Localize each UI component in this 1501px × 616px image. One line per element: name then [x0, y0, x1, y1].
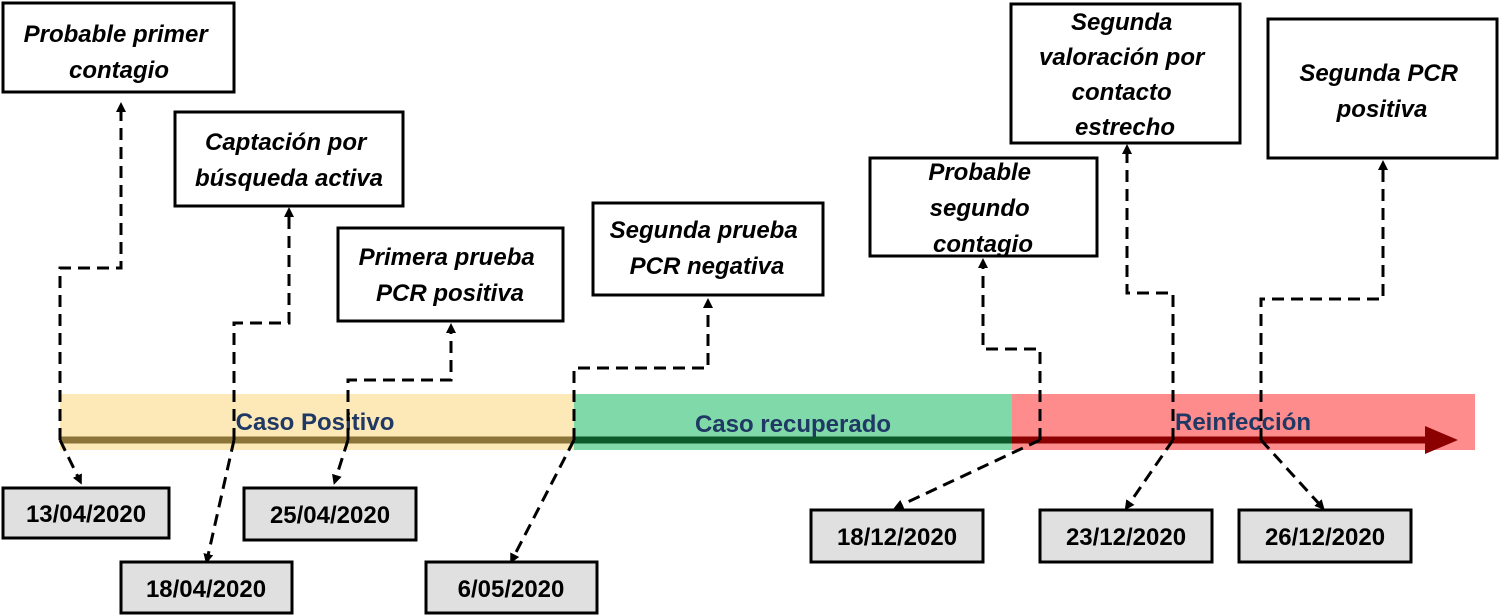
connector-event-7-down [1259, 438, 1325, 510]
date-box-5: 18/12/2020 [809, 508, 985, 564]
date-box-4: 6/05/2020 [424, 560, 599, 615]
date-box-1: 13/04/2020 [1, 486, 171, 540]
phase-label-positive: Caso Positivo [236, 409, 395, 436]
date-label-4: 6/05/2020 [458, 576, 565, 603]
date-box-7: 26/12/2020 [1237, 508, 1413, 564]
date-label-5: 18/12/2020 [837, 524, 957, 551]
date-label-7: 26/12/2020 [1265, 524, 1385, 551]
connector-event-6-down [1124, 439, 1175, 511]
connector-event-7-up [1259, 160, 1388, 440]
event-box-3: Primera prueba PCR positiva [336, 226, 565, 323]
axis-arrow-head [1425, 426, 1458, 454]
phase-label-reinfection: Reinfección [1175, 409, 1311, 436]
connector-event-2-up [232, 207, 294, 440]
event-box-1-line-2: contagio [69, 57, 169, 84]
date-label-3: 25/04/2020 [270, 502, 390, 529]
event-box-7-line-1: Segunda PCR [1299, 60, 1458, 87]
event-box-6-line-3: contacto [1072, 79, 1172, 106]
date-box-6: 23/12/2020 [1038, 508, 1214, 564]
event-box-1: Probable primer contagio [1, 1, 236, 94]
svg-text:Segunda valoración por: Segunda valoración por contacto estrecho [1039, 9, 1211, 141]
svg-text:Captación por búsqueda a: Captación por búsqueda activa [195, 129, 383, 192]
event-box-5-line-1: Probable [928, 159, 1031, 186]
event-box-5-line-2: segundo [930, 195, 1030, 222]
connector-group [58, 102, 1388, 564]
date-label-2: 18/04/2020 [146, 576, 266, 603]
event-box-4: Segunda prueba PCR negativa [591, 201, 825, 297]
event-box-6-line-1: Segunda [1071, 9, 1172, 36]
event-box-4-line-1: Segunda prueba [610, 217, 798, 244]
event-box-3-line-2: PCR positiva [376, 280, 524, 307]
svg-text:Segunda PCR positiva: Segunda PCR positiva [1299, 60, 1464, 123]
event-box-5-line-3: contagio [933, 231, 1033, 258]
event-box-2-line-1: Captación por [205, 129, 368, 156]
date-box-3: 25/04/2020 [242, 486, 418, 542]
svg-text:Primera prueba PCR posit: Primera prueba PCR positiva [359, 244, 542, 307]
date-label-1: 13/04/2020 [26, 501, 146, 528]
event-box-7: Segunda PCR positiva [1266, 17, 1499, 160]
svg-text:Segunda prueba PCR negat: Segunda prueba PCR negativa [610, 217, 805, 280]
date-box-2: 18/04/2020 [119, 560, 294, 615]
connector-event-5-up [978, 258, 1042, 440]
event-box-1-line-1: Probable primer [24, 21, 210, 48]
svg-text:Probable primer contagio: Probable primer contagio [24, 21, 215, 84]
svg-text:Probable segundo c: Probable segundo contagio [928, 159, 1037, 258]
connector-event-1-down [58, 439, 82, 485]
date-label-6: 23/12/2020 [1066, 524, 1186, 551]
connector-event-4-up [572, 298, 713, 440]
event-box-2-line-2: búsqueda activa [195, 165, 383, 192]
connector-event-1-up [58, 102, 126, 440]
connector-event-4-down [510, 439, 576, 564]
event-box-4-line-2: PCR negativa [630, 253, 785, 280]
event-box-5: Probable segundo contagio [868, 156, 1099, 258]
event-box-2: Captación por búsqueda activa [173, 110, 405, 208]
phase-label-recovered: Caso recuperado [695, 411, 891, 438]
connector-event-3-down [332, 439, 350, 485]
connector-event-5-down [893, 438, 1041, 509]
event-box-6: Segunda valoración por contacto estrecho [1009, 2, 1242, 145]
event-box-7-line-2: positiva [1336, 96, 1428, 123]
event-box-3-line-1: Primera prueba [359, 244, 535, 271]
event-box-6-line-2: valoración por [1039, 44, 1206, 71]
connector-event-2-down [203, 439, 236, 564]
connector-event-3-up [346, 323, 456, 440]
event-box-6-line-4: estrecho [1075, 114, 1175, 141]
